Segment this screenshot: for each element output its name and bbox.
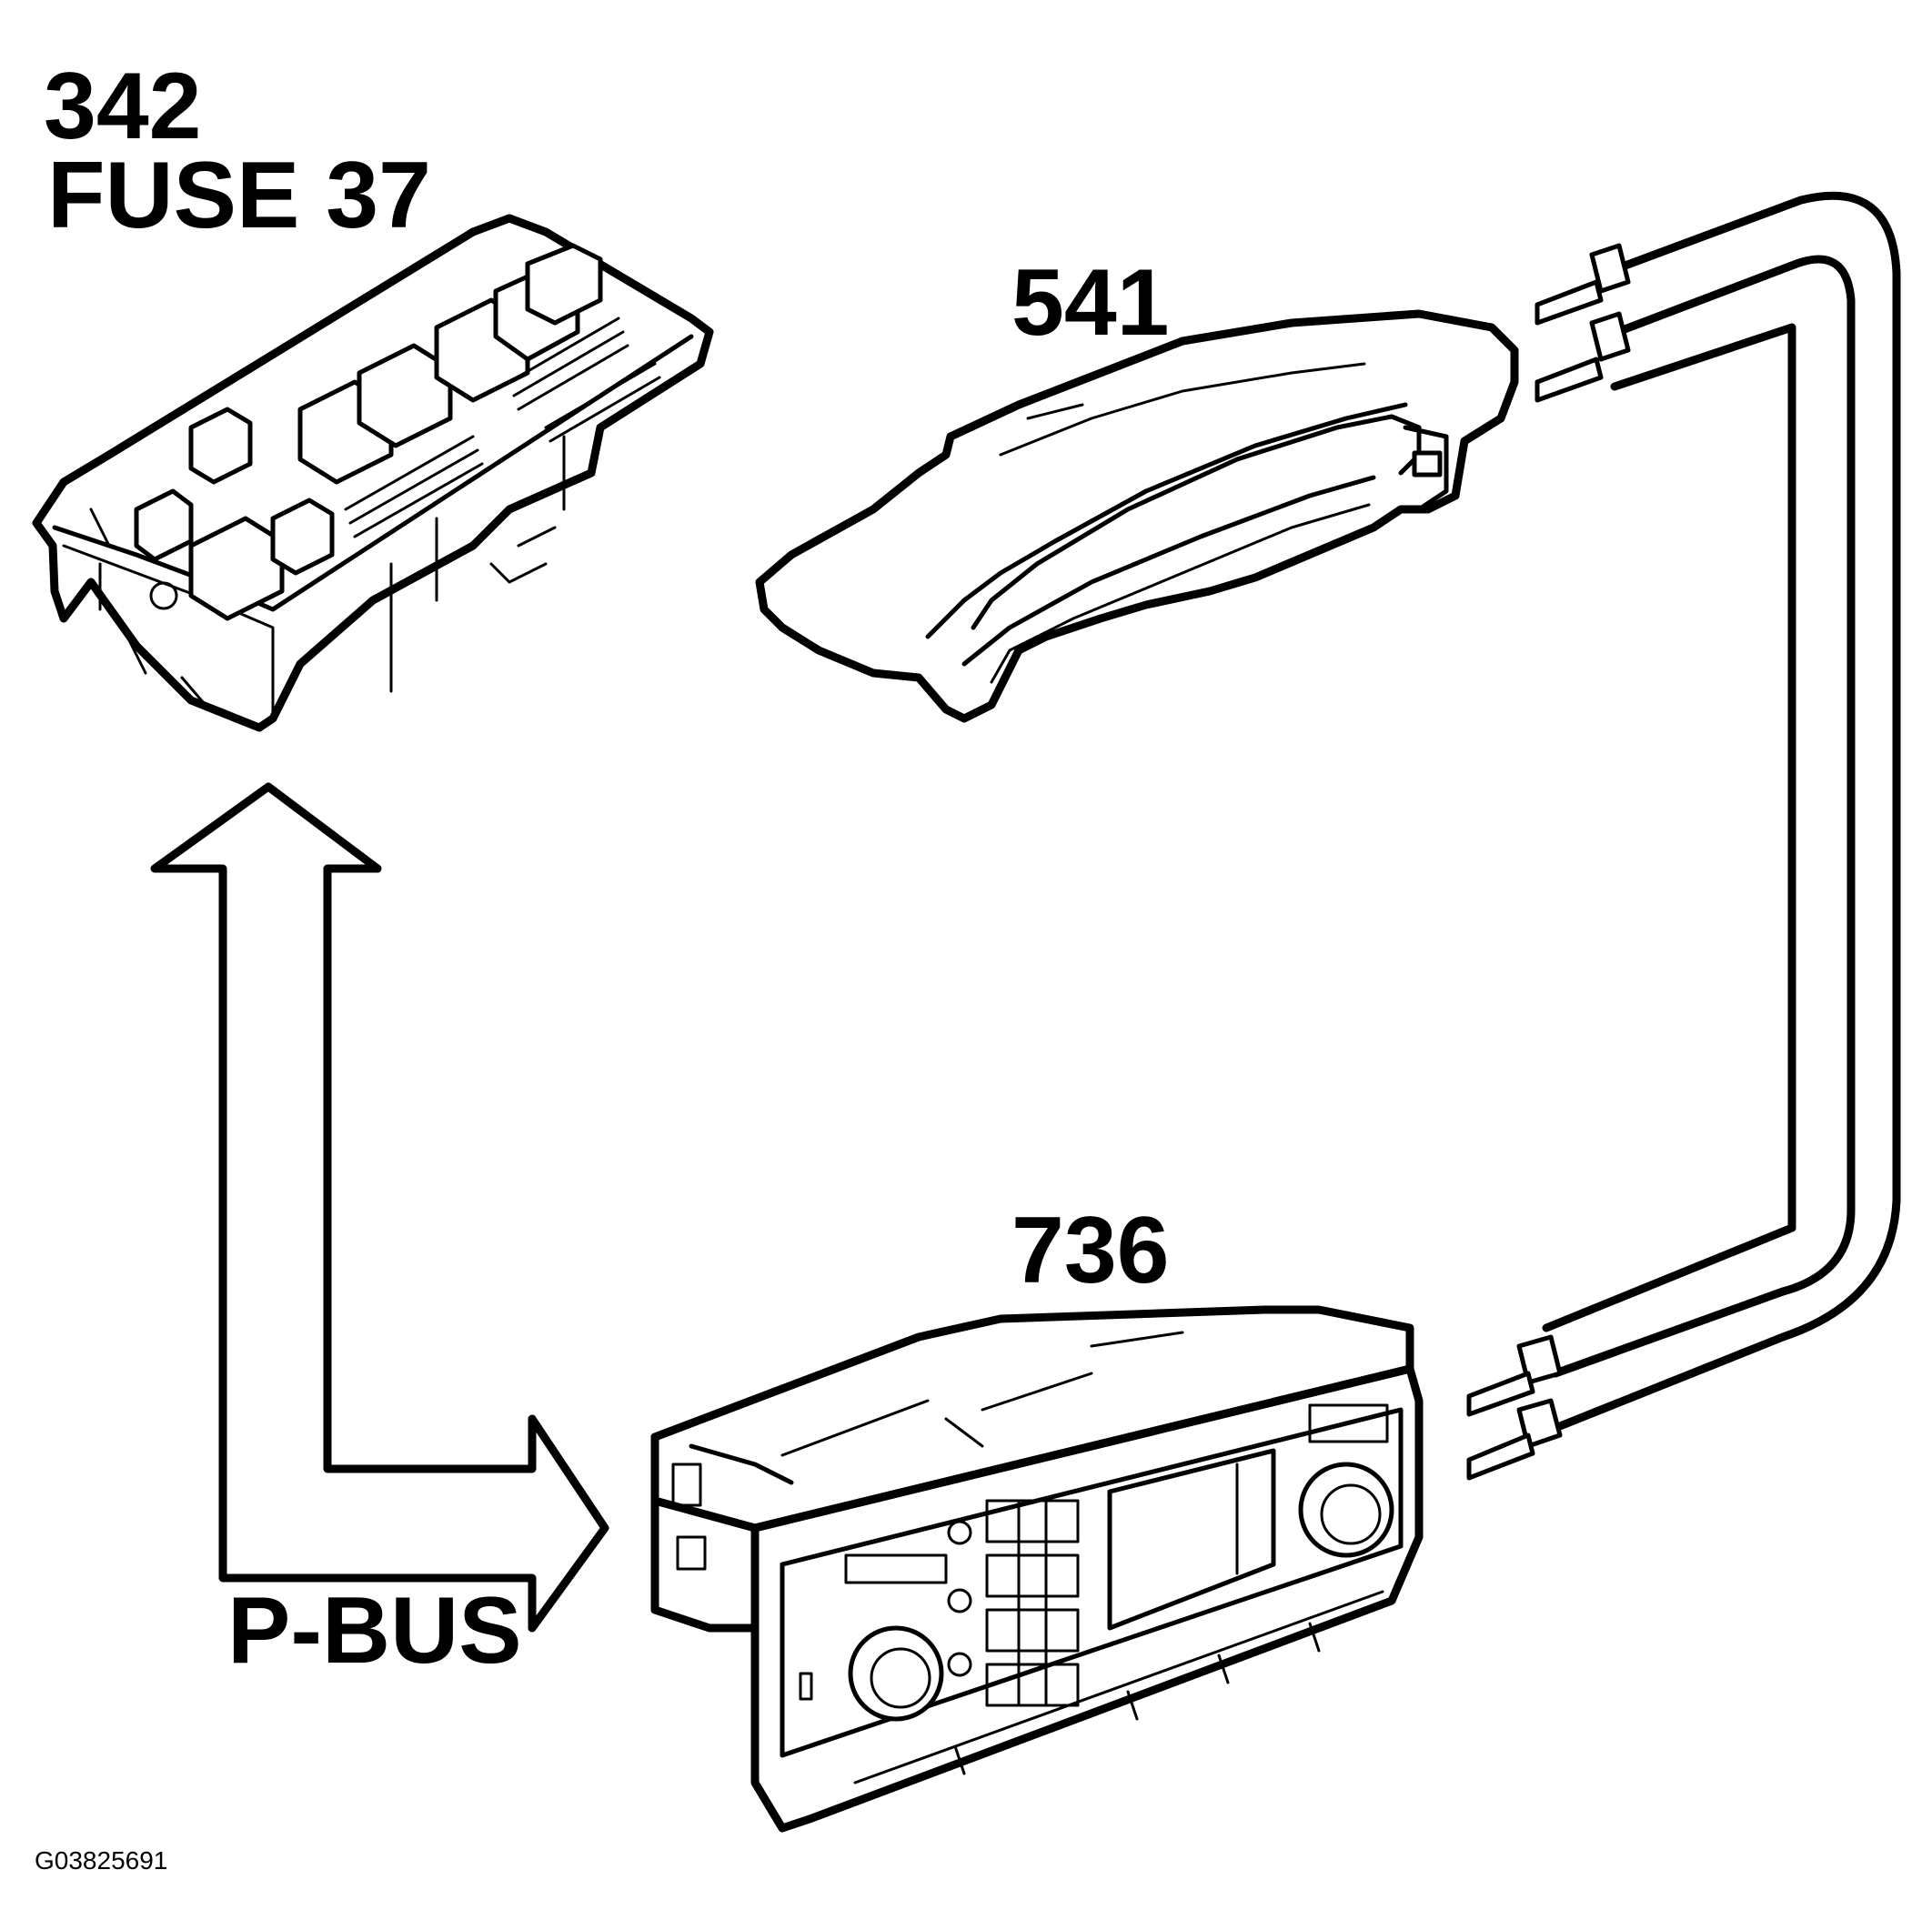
p-bus-label: P-BUS bbox=[227, 1578, 522, 1684]
handle-number-label: 541 bbox=[1011, 250, 1170, 356]
button-grid bbox=[985, 1499, 1080, 1707]
p-bus-arrow bbox=[150, 782, 609, 1633]
control-panel-number-label: 736 bbox=[1011, 1198, 1170, 1303]
fuse-label: FUSE 37 bbox=[47, 143, 431, 248]
wire-harness-illustration bbox=[1466, 191, 1901, 1481]
control-panel-illustration bbox=[650, 1305, 1424, 1833]
door-handle-illustration bbox=[755, 309, 1519, 723]
fuse-box-illustration bbox=[32, 214, 714, 732]
fuse-box-number-label: 342 bbox=[44, 54, 202, 159]
figure-id-label: G03825691 bbox=[35, 1846, 167, 1875]
